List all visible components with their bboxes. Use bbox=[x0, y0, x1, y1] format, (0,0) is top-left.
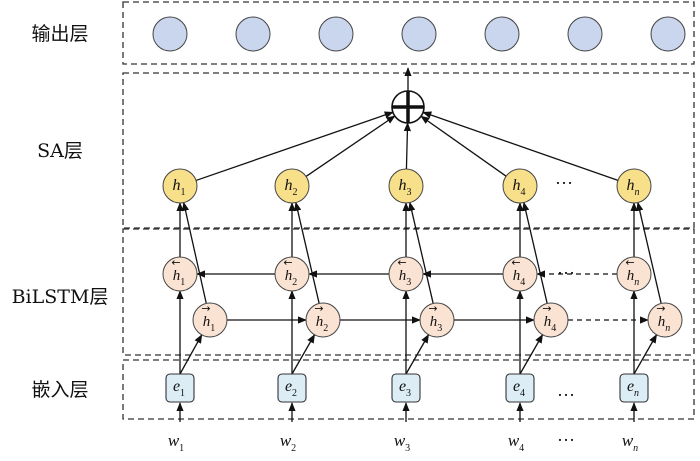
state-direction-arrow: ← bbox=[283, 256, 292, 269]
sa-node bbox=[616, 168, 652, 204]
sa-node bbox=[162, 168, 198, 204]
embedding-label: en bbox=[627, 378, 639, 399]
embedding-layer-box bbox=[122, 359, 695, 420]
output-node bbox=[650, 16, 686, 52]
embedding-label: e1 bbox=[173, 378, 185, 399]
bilstm-layer-label: BiLSTM层 bbox=[12, 286, 109, 308]
output-node bbox=[484, 16, 520, 52]
forward-node-label: hn bbox=[658, 314, 671, 334]
forward-node bbox=[419, 302, 455, 338]
ellipsis-mark: … bbox=[555, 168, 573, 188]
backward-node bbox=[388, 256, 424, 292]
backward-node bbox=[616, 256, 652, 292]
forward-to-sa-edge bbox=[522, 201, 548, 304]
sa-layer-label: SA层 bbox=[37, 140, 83, 162]
backward-node bbox=[502, 256, 538, 292]
sa-to-combine-edge bbox=[420, 115, 507, 177]
output-node bbox=[401, 16, 437, 52]
output-node bbox=[318, 16, 354, 52]
input-word-label: wn bbox=[622, 431, 638, 454]
forward-node bbox=[647, 302, 683, 338]
bilstm-layer-box bbox=[122, 228, 695, 356]
embedding-box bbox=[505, 373, 535, 403]
forward-node-label: h3 bbox=[430, 314, 443, 334]
sa-to-combine-edge bbox=[422, 111, 619, 182]
sa-node-label: h4 bbox=[513, 177, 526, 198]
forward-node bbox=[533, 302, 569, 338]
forward-node-label: h4 bbox=[544, 314, 557, 334]
output-layer-box bbox=[122, 1, 695, 65]
sa-node-label: h3 bbox=[399, 177, 412, 198]
state-direction-arrow: → bbox=[542, 302, 551, 315]
embed-to-forward-edge bbox=[179, 334, 203, 375]
backward-node-label: h1 bbox=[173, 268, 186, 288]
input-word-label: w3 bbox=[394, 431, 410, 454]
state-direction-arrow: ← bbox=[397, 256, 406, 269]
output-node bbox=[235, 16, 271, 52]
forward-to-sa-edge bbox=[294, 201, 320, 304]
input-word-label: w1 bbox=[168, 431, 184, 454]
state-direction-arrow: → bbox=[201, 302, 210, 315]
forward-to-sa-edge bbox=[636, 201, 662, 304]
embed-to-forward-edge bbox=[405, 333, 430, 375]
backward-node-label: hn bbox=[627, 268, 640, 288]
backward-node-label: h2 bbox=[285, 268, 298, 288]
backward-node bbox=[274, 256, 310, 292]
state-direction-arrow: ← bbox=[171, 256, 180, 269]
state-direction-arrow: → bbox=[314, 302, 323, 315]
ellipsis-mark: … bbox=[557, 258, 575, 278]
forward-to-sa-edge bbox=[408, 201, 434, 304]
state-direction-arrow: → bbox=[428, 302, 437, 315]
backward-node-label: h4 bbox=[513, 268, 526, 288]
embedding-box bbox=[619, 373, 649, 403]
state-direction-arrow: ← bbox=[625, 256, 634, 269]
embedding-label: e4 bbox=[513, 378, 525, 399]
sa-to-combine-edge bbox=[305, 115, 396, 177]
embedding-box bbox=[391, 373, 421, 403]
forward-to-sa-edge bbox=[181, 201, 207, 304]
embedding-label: e2 bbox=[285, 378, 297, 399]
sa-node-label: h1 bbox=[173, 177, 186, 198]
embedding-box bbox=[277, 373, 307, 403]
backward-node bbox=[162, 256, 198, 292]
forward-node bbox=[305, 302, 341, 338]
ellipsis-mark: … bbox=[557, 425, 575, 445]
sa-node-label: hn bbox=[627, 177, 640, 198]
forward-node-label: h2 bbox=[316, 314, 329, 334]
forward-node bbox=[192, 302, 228, 338]
embed-to-forward-edge bbox=[633, 333, 658, 375]
sa-node bbox=[274, 168, 310, 204]
sa-to-combine-edge bbox=[403, 122, 412, 170]
input-word-label: w4 bbox=[508, 431, 524, 454]
sa-node-label: h2 bbox=[285, 177, 298, 198]
input-word-label: w2 bbox=[280, 431, 296, 454]
backward-node-label: h3 bbox=[399, 268, 412, 288]
sa-node bbox=[502, 168, 538, 204]
embedding-layer-label: 嵌入层 bbox=[31, 379, 88, 401]
embedding-label: e3 bbox=[399, 378, 411, 399]
output-node bbox=[567, 16, 603, 52]
embed-to-forward-edge bbox=[519, 333, 544, 375]
output-layer-label: 输出层 bbox=[31, 23, 88, 45]
forward-node-label: h1 bbox=[203, 314, 216, 334]
connection-edges bbox=[176, 67, 662, 422]
output-node bbox=[152, 16, 188, 52]
state-direction-arrow: → bbox=[656, 302, 665, 315]
sa-to-combine-edge bbox=[195, 111, 394, 182]
embed-to-forward-edge bbox=[291, 333, 316, 375]
embedding-box bbox=[165, 373, 195, 403]
sa-node bbox=[388, 168, 424, 204]
ellipsis-mark: … bbox=[557, 380, 575, 400]
state-direction-arrow: ← bbox=[511, 256, 520, 269]
